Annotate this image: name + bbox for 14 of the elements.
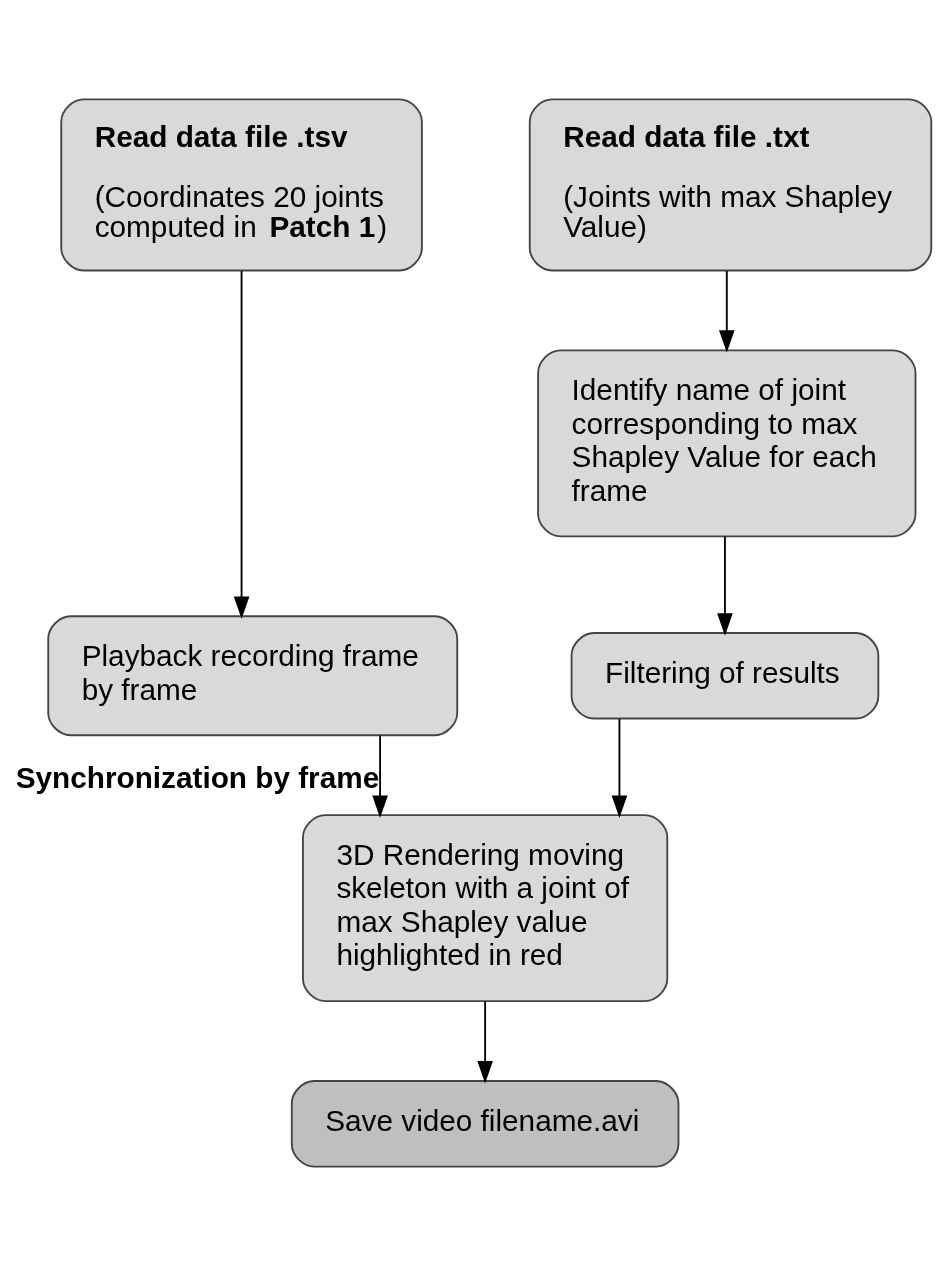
arrow [372,734,388,818]
arrow [719,270,735,353]
arrow [611,718,628,818]
arrow [233,270,250,619]
node-box: Identify name of joint corresponding to max Shapley Value for each frame [537,349,917,538]
arrow [717,535,733,636]
node-box: Save video filename.avi [290,1080,680,1168]
node-box: 3D Rendering moving skeleton with a joint of max Shapley value highlighted in red [302,814,669,1003]
arrow [477,1000,493,1084]
edge-label: Synchronization by frame [15,761,380,795]
node-box: Playback recording frame by frame [47,615,459,737]
node-box: Filtering of results [570,632,880,720]
node-box: Read data file .txt (Joints with max Shapley Value) [528,98,933,272]
node-box: Read data file .tsv (Coordinates 20 joints computed in Patch 1) [60,98,423,272]
